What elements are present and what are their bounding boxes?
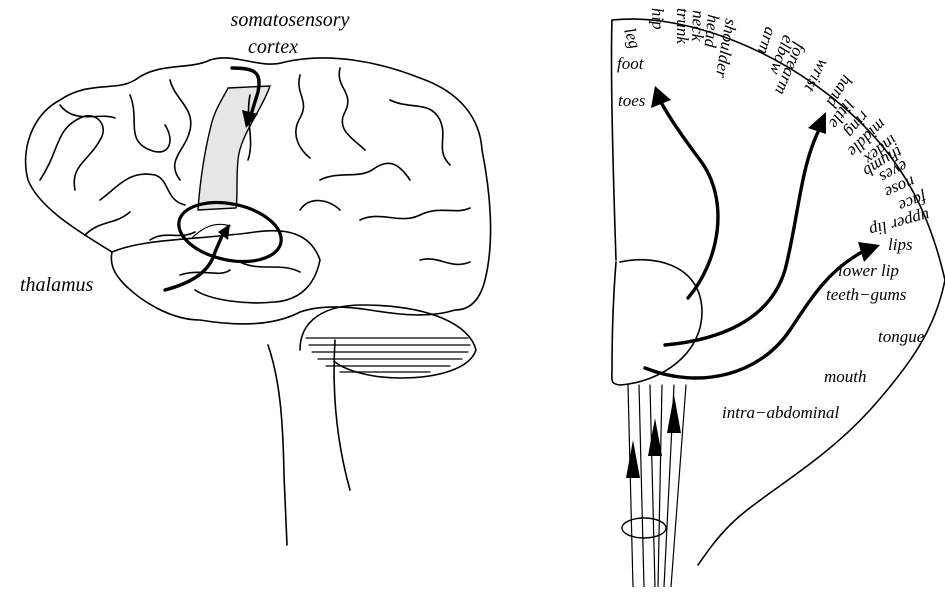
label-intra-abdominal: intra−abdominal bbox=[722, 403, 840, 422]
label-toes: toes bbox=[618, 91, 646, 110]
brain-illustration: somatosensory cortex thalamus bbox=[20, 9, 491, 545]
somatosensory-cortex-strip bbox=[198, 86, 270, 210]
label-hip: hip bbox=[648, 7, 668, 29]
label-wrist: wrist bbox=[800, 56, 833, 96]
cerebellum bbox=[300, 305, 476, 378]
homunculus-map: leg hip trunk neck head shoulder arm elb… bbox=[611, 7, 945, 587]
thalamus-label-arrow bbox=[165, 236, 222, 290]
label-foot: foot bbox=[617, 54, 645, 73]
ascending-arrows bbox=[626, 395, 681, 478]
cortex-left-edge bbox=[611, 20, 616, 260]
thalamus-node bbox=[612, 260, 702, 385]
cerebellum-folia bbox=[306, 338, 470, 372]
body-part-labels: leg hip trunk neck head shoulder arm elb… bbox=[620, 7, 932, 240]
label-tongue: tongue bbox=[878, 327, 925, 346]
label-mouth: mouth bbox=[824, 367, 867, 386]
cortex-label-line2: cortex bbox=[248, 36, 298, 58]
projection-arrow-hand bbox=[665, 132, 818, 345]
projection-arrow-foot bbox=[662, 104, 718, 298]
brainstem bbox=[268, 340, 350, 545]
cortex-label-line1: somatosensory bbox=[231, 9, 350, 31]
thalamus-label: thalamus bbox=[20, 274, 94, 296]
label-lower-lip: lower lip bbox=[838, 261, 899, 280]
label-lips: lips bbox=[888, 235, 913, 254]
temporal-lobe bbox=[112, 231, 320, 303]
label-teeth-gums: teeth−gums bbox=[826, 285, 907, 304]
label-leg: leg bbox=[620, 25, 644, 51]
